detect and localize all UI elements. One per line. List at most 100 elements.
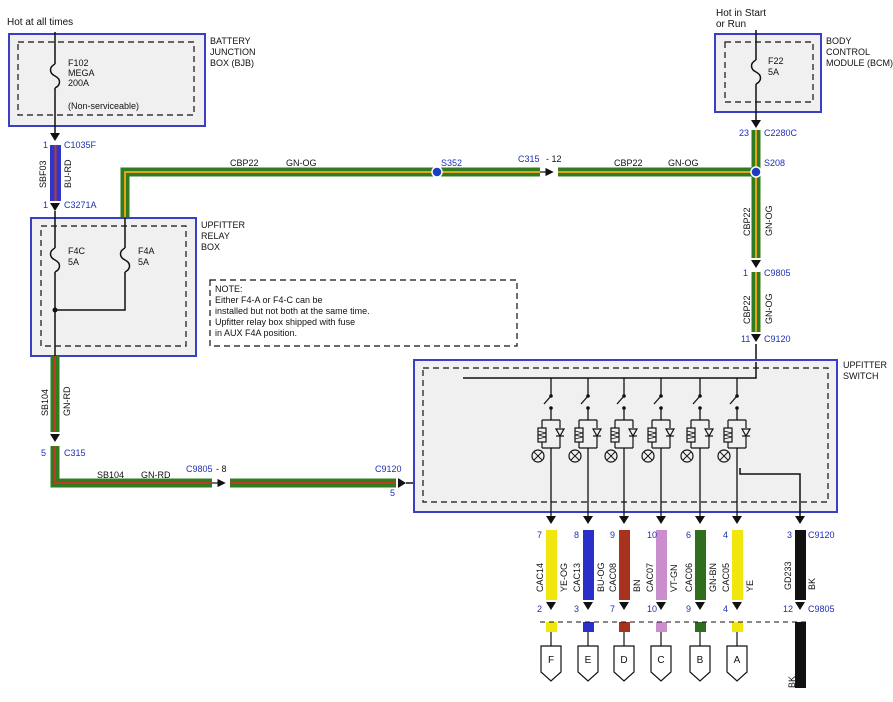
terminal-connector-icon bbox=[577, 645, 599, 682]
c9805-mid-pin: - 8 bbox=[216, 464, 227, 474]
bjb-fuse-type: MEGA bbox=[68, 68, 95, 78]
splice-s352 bbox=[431, 166, 443, 178]
cbp22-h-left-circuit: CBP22 bbox=[230, 158, 259, 168]
bjb-fuse-id: F102 bbox=[68, 58, 89, 68]
note-line-1: NOTE: bbox=[215, 284, 243, 294]
c315-top-pin: - 12 bbox=[546, 154, 562, 164]
relay-title-2: RELAY bbox=[201, 231, 230, 241]
switch-channel bbox=[680, 378, 715, 518]
wire-stub bbox=[656, 622, 667, 632]
bcm-title-1: BODY bbox=[826, 36, 852, 46]
led-icon bbox=[664, 428, 676, 438]
terminal-label: B bbox=[697, 655, 704, 666]
wire-segment bbox=[619, 530, 630, 600]
cbp22-v1-color: GN-OG bbox=[764, 206, 774, 237]
output-pin-top: 4 bbox=[723, 530, 728, 540]
switch-contact-icon bbox=[580, 395, 589, 405]
wire-cbp22-vertical: 23 C2280C S208 CBP22 GN-OG 1 C9805 CBP22… bbox=[739, 128, 798, 378]
wire-stub bbox=[695, 622, 706, 632]
bcm-fuse-rating: 5A bbox=[768, 67, 779, 77]
output-pin-bottom: 2 bbox=[537, 604, 542, 614]
terminal-label: D bbox=[620, 655, 627, 666]
fuse-icon bbox=[49, 63, 61, 89]
switch-contact-icon bbox=[692, 395, 701, 405]
c9805-right-label: C9805 bbox=[764, 268, 791, 278]
output-pin-bottom: 7 bbox=[610, 604, 615, 614]
output-circuit: CAC08 bbox=[608, 563, 618, 592]
terminal-connector-icon bbox=[650, 645, 672, 682]
output-color: GN-BN bbox=[708, 563, 718, 592]
terminal-label: F bbox=[548, 655, 554, 666]
led-icon bbox=[627, 428, 639, 438]
switch-channel bbox=[641, 378, 676, 518]
output-pin-top: 7 bbox=[537, 530, 542, 540]
wire-sbf03: 1 C1035F 1 C3271A SBF03 BU-RD bbox=[38, 133, 97, 211]
switch-channel bbox=[604, 378, 639, 518]
output-pin-bottom: 9 bbox=[686, 604, 691, 614]
bjb-title-3: BOX (BJB) bbox=[210, 58, 254, 68]
relay-fuse-left-rating: 5A bbox=[68, 257, 79, 267]
wire-stub bbox=[732, 622, 743, 632]
cbp22-v2-color: GN-OG bbox=[764, 294, 774, 325]
output-circuit: CAC06 bbox=[684, 563, 694, 592]
switch-channel bbox=[568, 378, 603, 518]
or-run-label: or Run bbox=[716, 19, 746, 30]
output-color: VT-GN bbox=[669, 564, 679, 592]
output-pin-bottom: 10 bbox=[647, 604, 657, 614]
switch-title-2: SWITCH bbox=[843, 371, 879, 381]
c2280c-pin: 23 bbox=[739, 128, 749, 138]
output-color: BN bbox=[632, 579, 642, 592]
bcm-title-3: MODULE (BCM) bbox=[826, 58, 893, 68]
output-circuit: CAC14 bbox=[535, 563, 545, 592]
ground-end-color: BK bbox=[787, 676, 797, 688]
sb104-v-circuit: SB104 bbox=[40, 389, 50, 416]
ground-circuit: GD233 bbox=[783, 561, 793, 590]
output-circuit: CAC07 bbox=[645, 563, 655, 592]
relay-fuse-right-rating: 5A bbox=[138, 257, 149, 267]
switch-contact-icon bbox=[729, 395, 738, 405]
c9120-right-pin: 11 bbox=[741, 334, 750, 344]
c2280c-label: C2280C bbox=[764, 128, 798, 138]
wire-segment bbox=[695, 530, 706, 600]
lamp-icon bbox=[568, 449, 582, 463]
c1035f-pin: 1 bbox=[43, 140, 48, 150]
switch-channels bbox=[531, 378, 752, 518]
note-line-5: in AUX F4A position. bbox=[215, 328, 297, 338]
fuse-icon bbox=[750, 59, 762, 85]
terminal-label: E bbox=[585, 655, 592, 666]
output-pin-bottom: 3 bbox=[574, 604, 579, 614]
c9120-mid-pin: 5 bbox=[390, 488, 395, 498]
splice-s208 bbox=[750, 166, 762, 178]
output-pin-top: 8 bbox=[574, 530, 579, 540]
switch-title-1: UPFITTER bbox=[843, 360, 887, 370]
c315-top-label: C315 bbox=[518, 154, 540, 164]
terminal-connector-icon bbox=[540, 645, 562, 682]
lamp-icon bbox=[604, 449, 618, 463]
lamp-icon bbox=[641, 449, 655, 463]
note-line-3: installed but not both at the same time. bbox=[215, 306, 370, 316]
led-icon bbox=[740, 428, 752, 438]
sb104-h-circuit: SB104 bbox=[97, 470, 124, 480]
led-icon bbox=[554, 428, 566, 438]
lamp-icon bbox=[717, 449, 731, 463]
terminal-connector-icon bbox=[613, 645, 635, 682]
output-circuit: CAC05 bbox=[721, 563, 731, 592]
note-box: NOTE: Either F4-A or F4-C can be install… bbox=[209, 279, 518, 347]
sbf03-circuit: SBF03 bbox=[38, 160, 48, 188]
relay-fuse-right-id: F4A bbox=[138, 246, 155, 256]
bcm-fuse-id: F22 bbox=[768, 56, 784, 66]
c1035f-label: C1035F bbox=[64, 140, 97, 150]
wire-cbp22-horizontal: CBP22 GN-OG S352 C315 - 12 CBP22 GN-OG bbox=[120, 154, 756, 218]
ground-pin-top: 3 bbox=[787, 530, 792, 540]
fuse-icon bbox=[119, 247, 131, 273]
bcm-title-2: CONTROL bbox=[826, 47, 870, 57]
cbp22-h-right-color: GN-OG bbox=[668, 158, 699, 168]
note-line-4: Upfitter relay box shipped with fuse bbox=[215, 317, 355, 327]
c9805-bottom-label: C9805 bbox=[808, 604, 835, 614]
